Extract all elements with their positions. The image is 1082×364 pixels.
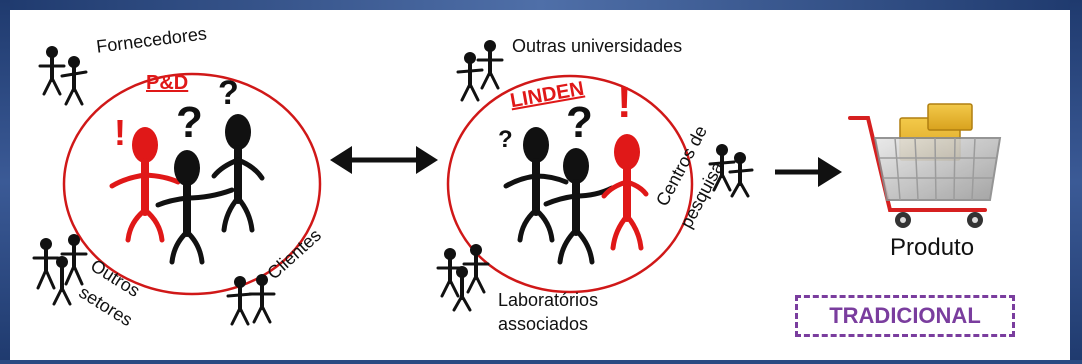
- tradicional-badge: TRADICIONAL: [795, 295, 1015, 337]
- label-produto: Produto: [890, 234, 975, 261]
- question-mark-linden-small: ?: [498, 126, 513, 153]
- stick-figure-black-right: [211, 114, 265, 233]
- question-mark-pd-large: ?: [176, 98, 203, 147]
- pd-circle: [62, 72, 322, 296]
- exclamation-mark-pd: !: [114, 112, 126, 153]
- shopping-cart-icon: [848, 103, 1002, 228]
- people-group-icon-fornecedores: [38, 46, 88, 106]
- label-outras-universidades: Outras universidades: [512, 36, 683, 56]
- title-pd: P&D: [146, 72, 189, 94]
- frame-left-border: [0, 0, 10, 364]
- label-associados: associados: [498, 314, 589, 334]
- frame-bottom-border: [0, 360, 1082, 364]
- label-laboratorios: Laboratórios: [498, 290, 599, 310]
- tradicional-label: TRADICIONAL: [829, 303, 981, 328]
- frame-top-border: [0, 0, 1082, 10]
- question-mark-pd-small: ?: [218, 74, 239, 112]
- people-group-icon-outros-setores: [32, 234, 88, 306]
- stick-figure-black-center-linden: [543, 148, 615, 265]
- double-arrow-icon: [330, 146, 438, 174]
- stick-figure-red-left: [109, 127, 181, 243]
- exclamation-mark-linden: !: [617, 78, 632, 127]
- stick-figure-red-linden: [601, 134, 649, 251]
- frame-right-border: [1070, 0, 1082, 364]
- question-mark-linden-large: ?: [566, 98, 593, 147]
- stick-figure-black-center: [155, 150, 235, 265]
- people-group-icon-laboratorios: [436, 244, 490, 312]
- right-arrow-icon: [775, 157, 842, 187]
- linden-circle: [446, 74, 694, 294]
- people-group-icon-outras-universidades: [456, 40, 504, 102]
- stick-figure-black-left-linden: [503, 127, 569, 243]
- people-group-icon-clientes: [226, 274, 276, 326]
- people-group-icon-centros: [708, 144, 754, 198]
